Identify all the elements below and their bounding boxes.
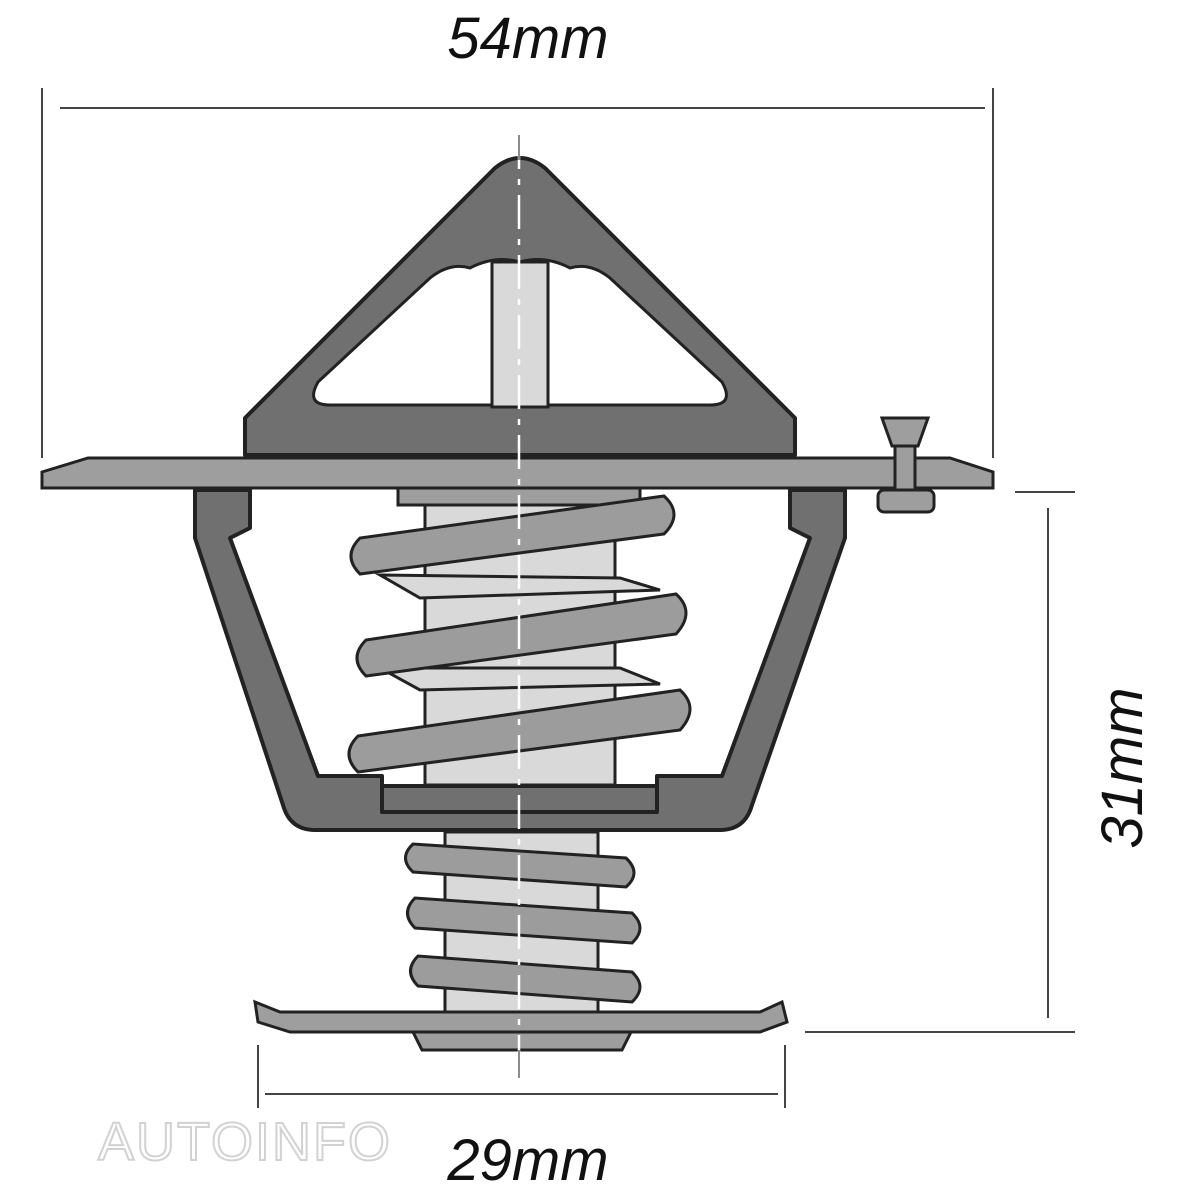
watermark-text: AUTOINFO [98, 1112, 392, 1172]
upper-coil-2 [355, 592, 688, 678]
valve-disc-plate [253, 999, 789, 1034]
lower-spring [404, 830, 642, 1024]
lower-coil-3 [409, 954, 642, 1004]
flange [40, 456, 995, 490]
upper-coil-1 [349, 494, 676, 576]
dimension-width-54: 54mm [41, 6, 994, 458]
upper-coil-3 [347, 688, 692, 774]
dimension-height-31: 31mm [805, 491, 1155, 1033]
dimension-base-29: 29mm [257, 1045, 786, 1193]
height-dimension-label: 31mm [1090, 687, 1155, 848]
valve-disc [253, 999, 789, 1052]
jiggle-valve-foot [876, 488, 936, 514]
width-dimension-label: 54mm [447, 6, 608, 71]
jiggle-valve [876, 416, 936, 514]
base-dimension-label: 29mm [446, 1128, 608, 1193]
lower-coil-2 [406, 896, 642, 945]
jiggle-valve-head [879, 416, 931, 448]
